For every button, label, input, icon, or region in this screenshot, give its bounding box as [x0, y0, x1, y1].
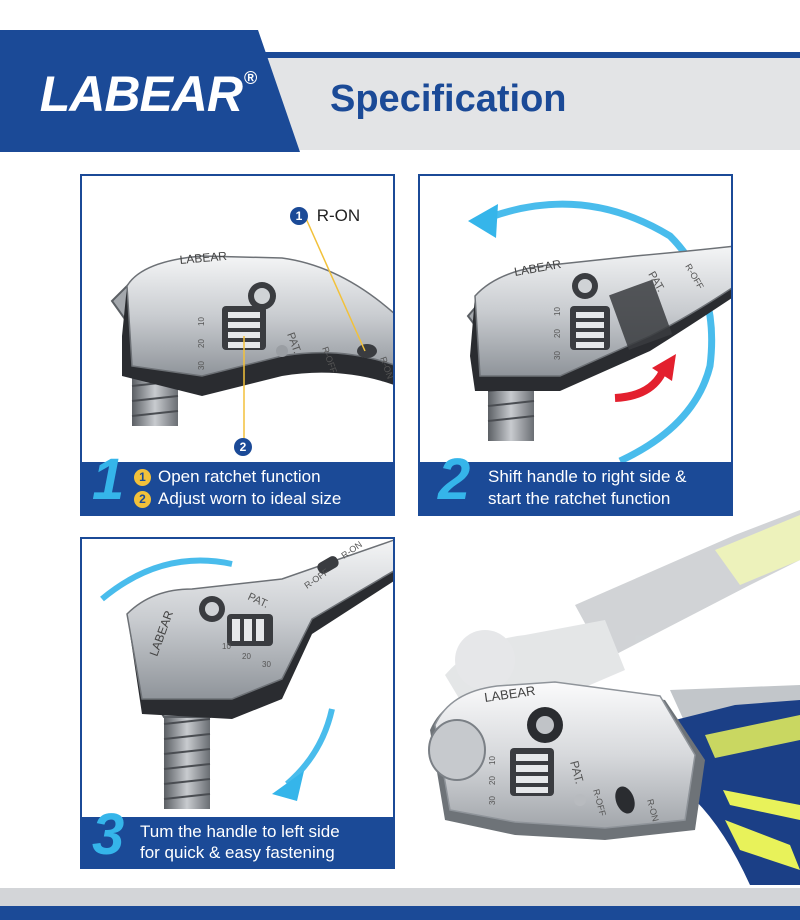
- svg-text:20: 20: [197, 339, 206, 348]
- svg-text:20: 20: [242, 652, 251, 661]
- step-number-2: 2: [438, 447, 471, 512]
- step-2-line-2: start the ratchet function: [488, 489, 671, 508]
- wrench-icon: LABEAR PAT. R-OFF R-ON 10 20 30: [428, 681, 705, 840]
- step-3-line-2: for quick & easy fastening: [140, 843, 335, 862]
- logo-text: LABEAR: [39, 66, 243, 122]
- step-panel-3: LABEAR PAT. R-OFF R-ON 10 20 30 3 Tum th…: [80, 537, 395, 869]
- wrench-icon: LABEAR PAT. R-OFF 10 20 30: [470, 245, 731, 391]
- brand-logo: LABEAR ®: [40, 62, 258, 126]
- svg-text:10: 10: [553, 307, 562, 316]
- step-1-line-1: 1 Open ratchet function: [134, 466, 321, 487]
- product-showcase: LABEAR PAT. R-OFF R-ON 10 20 30: [428, 510, 800, 885]
- step-1-text-2: Adjust worn to ideal size: [158, 489, 342, 508]
- svg-text:10: 10: [488, 756, 497, 765]
- svg-text:30: 30: [262, 660, 271, 669]
- wrench-icon: LABEAR PAT. R-OFF R-ON 10 20 30: [122, 249, 393, 396]
- page-title: Specification: [330, 78, 567, 120]
- svg-text:LABEAR: LABEAR: [179, 249, 228, 267]
- svg-text:30: 30: [488, 796, 497, 805]
- svg-text:20: 20: [553, 329, 562, 338]
- step-1-badge-2: 2: [134, 491, 151, 508]
- footer-band: [0, 888, 800, 906]
- step-panel-3-footer: 3 Tum the handle to left side for quick …: [82, 802, 393, 867]
- step-number-1: 1: [92, 447, 125, 512]
- step-1-text-1: Open ratchet function: [158, 467, 321, 486]
- svg-text:30: 30: [197, 361, 206, 370]
- step-3-line-1: Tum the handle to left side: [140, 822, 340, 841]
- step-panel-1-footer: 1 1 Open ratchet function 2 Adjust worn to…: [82, 447, 393, 514]
- step-2-line-1: Shift handle to right side &: [488, 467, 687, 486]
- svg-text:LABEAR: LABEAR: [483, 683, 536, 705]
- registered-mark: ®: [244, 68, 257, 88]
- callout-adjust: 2: [234, 438, 252, 457]
- step-panel-2: LABEAR PAT. R-OFF 10 20 30 2 Shift handl…: [418, 174, 733, 516]
- svg-text:30: 30: [553, 351, 562, 360]
- svg-text:20: 20: [488, 776, 497, 785]
- callout-r-on: 1 R-ON: [290, 206, 360, 226]
- callout-badge-2: 2: [234, 438, 252, 456]
- step-number-3: 3: [92, 802, 125, 867]
- header-accent-line: [260, 52, 800, 58]
- circular-arrow-icon: [285, 708, 335, 787]
- svg-text:10: 10: [197, 317, 206, 326]
- header-logo-block: [0, 30, 300, 152]
- step-1-line-2: 2 Adjust worn to ideal size: [134, 488, 341, 509]
- wrench-illustration-2: LABEAR PAT. R-OFF 10 20 30: [466, 200, 731, 465]
- step-panel-2-footer: 2 Shift handle to right side & start the…: [420, 447, 731, 514]
- wrench-illustration-1: LABEAR PAT. R-OFF R-ON 10 20 30: [110, 213, 393, 438]
- step-panel-1: LABEAR PAT. R-OFF R-ON 10 20 30 1 R-ON 2…: [80, 174, 395, 516]
- circular-arrow-icon: [100, 557, 233, 602]
- svg-text:10: 10: [222, 642, 231, 651]
- svg-text:PAT.: PAT.: [567, 759, 587, 785]
- step-1-badge-1: 1: [134, 469, 151, 486]
- ghost-wrench-icon: [445, 510, 800, 700]
- callout-badge-1: 1: [290, 207, 308, 225]
- wrench-icon: LABEAR PAT. R-OFF R-ON 10 20 30: [126, 539, 393, 719]
- wrench-illustration-3: LABEAR PAT. R-OFF R-ON 10 20 30: [100, 539, 393, 809]
- footer-accent-bar: [0, 906, 800, 920]
- callout-r-on-label: R-ON: [316, 206, 361, 225]
